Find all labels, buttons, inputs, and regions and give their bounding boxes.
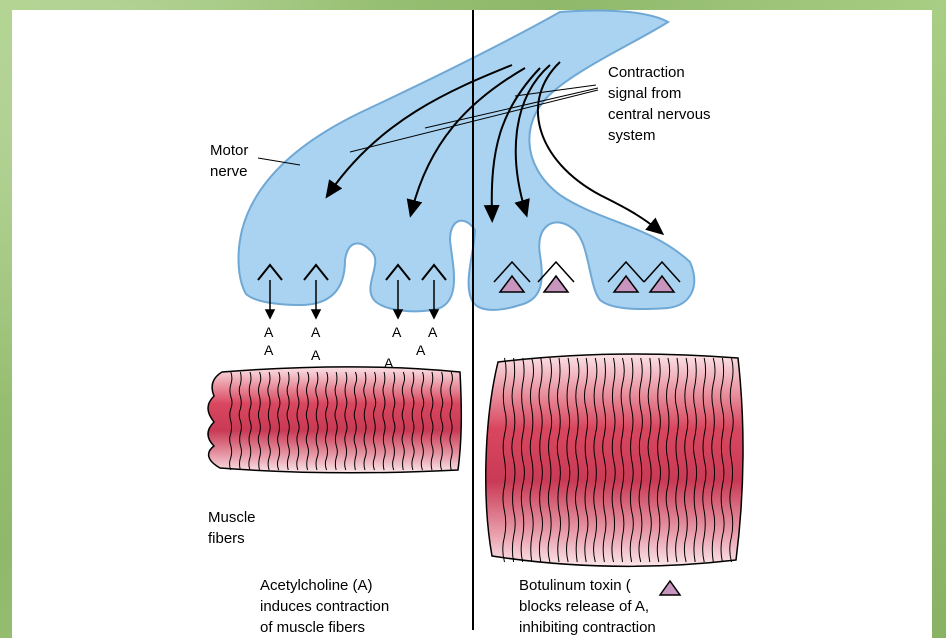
acetylcholine-symbol: A [428, 324, 437, 340]
caption-toxin-icon [660, 581, 680, 595]
acetylcholine-symbol: A [311, 347, 320, 363]
contraction-signal-label: Contraction signal from central nervous … [608, 62, 711, 146]
acetylcholine-symbol: A [384, 355, 393, 371]
relaxed-muscle-fibers [486, 354, 743, 566]
right-caption-line1: Botulinum toxin ( [519, 575, 631, 596]
contracted-muscle-fibers [208, 367, 461, 473]
muscle-fibers-label: Muscle fibers [208, 507, 256, 549]
left-caption: Acetylcholine (A) induces contraction of… [260, 575, 389, 638]
acetylcholine-symbol: A [264, 324, 273, 340]
right-caption-line2: blocks release of A, inhibiting contract… [519, 596, 656, 638]
acetylcholine-symbol: A [392, 324, 401, 340]
acetylcholine-symbol: A [416, 342, 425, 358]
acetylcholine-symbol: A [311, 324, 320, 340]
motor-nerve-shape [239, 10, 695, 311]
acetylcholine-symbol: A [264, 342, 273, 358]
motor-nerve-label: Motor nerve [210, 140, 248, 182]
